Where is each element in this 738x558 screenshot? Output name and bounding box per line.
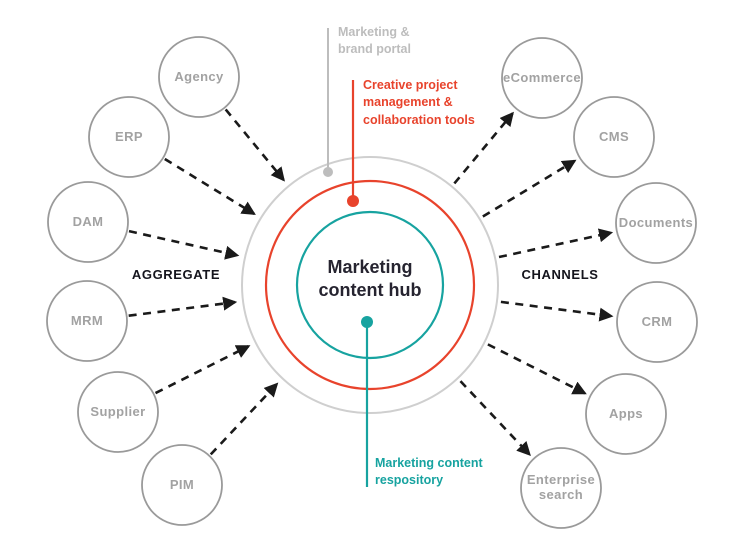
node-circle-enterprise-search bbox=[520, 447, 602, 529]
arrow-ecommerce bbox=[453, 111, 514, 185]
node-circle-supplier bbox=[77, 371, 159, 453]
arrow-pim bbox=[209, 382, 279, 456]
arrow-mrm bbox=[128, 296, 238, 317]
arrow-apps bbox=[487, 343, 587, 395]
annotation-brand-portal: Marketing & brand portal bbox=[338, 25, 411, 57]
node-circle-erp bbox=[88, 96, 170, 178]
hub-ring-brand-portal bbox=[241, 156, 499, 414]
arrow-agency bbox=[224, 108, 285, 182]
node-circle-crm bbox=[616, 281, 698, 363]
node-circle-dam bbox=[47, 181, 129, 263]
arrow-erp bbox=[164, 157, 256, 215]
hub-label: Marketing content hub bbox=[318, 257, 422, 301]
node-circle-pim bbox=[141, 444, 223, 526]
node-circle-ecommerce bbox=[501, 37, 583, 119]
node-circle-agency bbox=[158, 36, 240, 118]
channels-group-label: CHANNELS bbox=[521, 267, 599, 282]
node-circle-mrm bbox=[46, 280, 128, 362]
arrow-enterprise-search bbox=[459, 380, 531, 457]
callout-dot-creative-tools bbox=[347, 195, 359, 207]
annotation-creative-tools: Creative project management & collaborat… bbox=[363, 78, 475, 127]
node-circle-documents bbox=[615, 182, 697, 264]
callout-dot-content-repository bbox=[361, 316, 373, 328]
arrow-crm bbox=[500, 300, 614, 322]
arrow-cms bbox=[482, 159, 577, 218]
node-circle-apps bbox=[585, 373, 667, 455]
arrow-dam bbox=[128, 229, 240, 260]
aggregate-group-label: AGGREGATE bbox=[131, 267, 221, 282]
callout-dot-brand-portal bbox=[323, 167, 333, 177]
arrow-documents bbox=[498, 228, 614, 259]
arrow-supplier bbox=[154, 345, 251, 395]
node-circle-cms bbox=[573, 96, 655, 178]
hub-ring-content-repository bbox=[295, 210, 445, 360]
annotation-content-repository: Marketing content respository bbox=[375, 456, 483, 488]
hub-ring-creative-tools bbox=[264, 179, 476, 391]
